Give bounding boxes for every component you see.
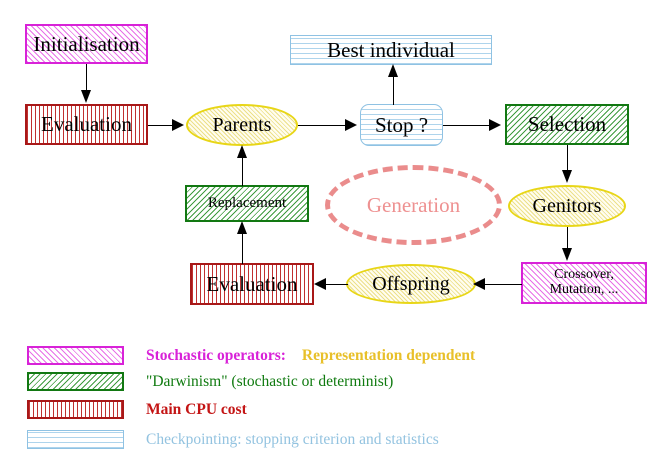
node-initialisation[interactable]: Initialisation: [25, 24, 148, 64]
connector-genitors-to-crossover: [567, 227, 568, 249]
connector-selection-to-genitors: [567, 145, 568, 171]
node-evaluation-top[interactable]: Evaluation: [25, 104, 148, 145]
legend-swatch-blue-horizontal-hatch-icon: [27, 430, 124, 449]
legend-row-darwinism: "Darwinism" (stochastic or determinist): [27, 372, 393, 391]
node-stop[interactable]: Stop ?: [360, 104, 443, 146]
legend-label-darwinism: "Darwinism" (stochastic or determinist): [146, 372, 394, 390]
node-offspring[interactable]: Offspring: [346, 264, 476, 304]
legend-label-checkpointing: Checkpointing: stopping criterion and st…: [146, 430, 439, 448]
connector-stop-to-selection: [443, 125, 490, 126]
node-replacement[interactable]: Replacement: [185, 185, 309, 222]
arrowhead-parents-to-stop: [345, 119, 357, 131]
connector-evaluation-to-replacement: [242, 232, 243, 264]
legend-label-stochastic-operators: Stochastic operators:: [146, 346, 286, 364]
node-parents[interactable]: Parents: [186, 104, 298, 146]
legend-swatch-green-diagonal-hatch-icon: [27, 372, 124, 391]
arrowhead-initialisation-to-evaluation: [81, 90, 91, 103]
node-best-individual[interactable]: Best individual: [290, 35, 492, 65]
arrowhead-genitors-to-crossover: [562, 248, 572, 261]
legend-row-checkpointing: Checkpointing: stopping criterion and st…: [27, 430, 439, 449]
arrowhead-stop-to-selection: [489, 119, 501, 131]
node-genitors[interactable]: Genitors: [508, 185, 626, 227]
legend-swatch-magenta-diagonal-hatch-icon: [27, 346, 124, 365]
arrowhead-replacement-to-parents: [237, 145, 247, 158]
legend-row-main-cpu-cost: Main CPU cost: [27, 400, 247, 419]
node-generation-loop-label: Generation: [325, 165, 502, 245]
connector-stop-to-best-individual: [393, 75, 394, 105]
legend-swatch-red-vertical-hatch-icon: [27, 400, 124, 419]
arrowhead-offspring-to-evaluation: [314, 278, 326, 290]
arrowhead-evaluation-to-parents: [172, 119, 184, 131]
node-selection[interactable]: Selection: [505, 104, 629, 145]
legend-row-stochastic-operators: Stochastic operators: Representation dep…: [27, 346, 475, 365]
node-crossover-mutation[interactable]: Crossover, Mutation, ...: [521, 262, 647, 304]
arrowhead-crossover-to-offspring: [473, 278, 485, 290]
connector-initialisation-to-evaluation: [86, 64, 87, 92]
arrowhead-selection-to-genitors: [562, 170, 572, 183]
arrowhead-stop-to-best-individual: [388, 64, 398, 77]
arrowhead-evaluation-to-replacement: [237, 221, 247, 234]
connector-offspring-to-evaluation: [326, 284, 348, 285]
legend-label-main-cpu-cost: Main CPU cost: [146, 400, 247, 418]
connector-replacement-to-parents: [242, 157, 243, 186]
connector-evaluation-to-parents: [148, 125, 173, 126]
legend-label-representation-dependent: Representation dependent: [301, 346, 476, 364]
connector-parents-to-stop: [298, 125, 346, 126]
connector-crossover-to-offspring: [484, 284, 522, 285]
node-evaluation-bottom[interactable]: Evaluation: [190, 263, 314, 305]
